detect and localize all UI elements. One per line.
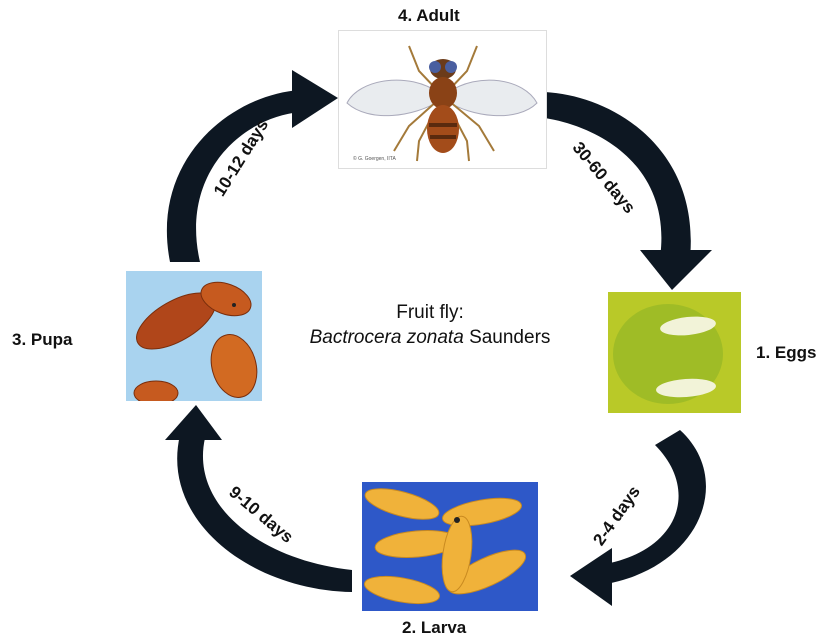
adult-fly-image: © G. Goergen, IITA bbox=[338, 30, 547, 169]
larva-image bbox=[362, 482, 538, 611]
eggs-illustration bbox=[608, 292, 741, 413]
title-line-1: Fruit fly: bbox=[300, 300, 560, 325]
stage-label-pupa: 3. Pupa bbox=[12, 330, 72, 350]
arrow-pupa-to-adult bbox=[167, 70, 338, 262]
diagram-title: Fruit fly: Bactrocera zonata Saunders bbox=[300, 300, 560, 350]
eggs-image bbox=[608, 292, 741, 413]
larva-illustration bbox=[362, 482, 538, 611]
arrow-larva-to-pupa bbox=[165, 405, 352, 592]
stage-label-adult: 4. Adult bbox=[398, 6, 460, 26]
stage-label-eggs: 1. Eggs bbox=[756, 343, 816, 363]
species-name: Bactrocera zonata bbox=[310, 327, 464, 348]
photo-credit: © G. Goergen, IITA bbox=[353, 156, 396, 162]
adult-fly-illustration bbox=[339, 31, 546, 168]
arrow-eggs-to-larva bbox=[570, 430, 706, 606]
title-species: Bactrocera zonata Saunders bbox=[300, 325, 560, 350]
pupa-illustration bbox=[126, 271, 262, 401]
pupa-image bbox=[126, 271, 262, 401]
stage-label-larva: 2. Larva bbox=[402, 618, 466, 638]
species-author: Saunders bbox=[469, 327, 550, 348]
arrow-adult-to-eggs bbox=[545, 92, 712, 290]
